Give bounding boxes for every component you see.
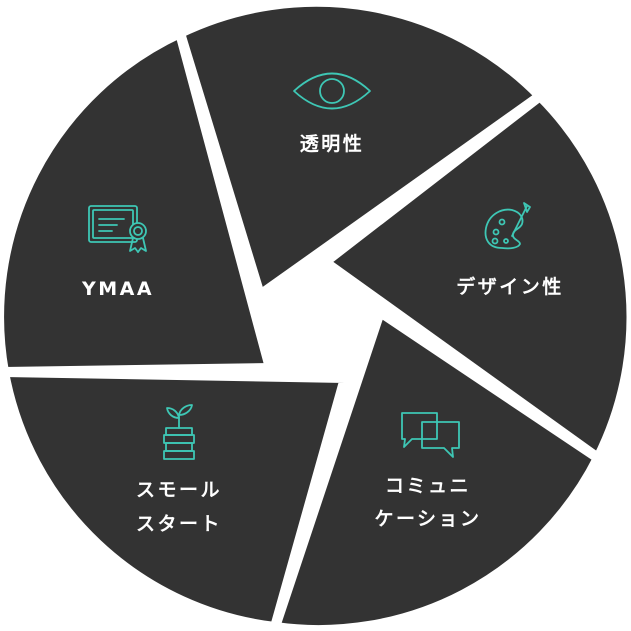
label-design: デザイン性: [456, 275, 564, 298]
plant-books-icon: [163, 404, 195, 460]
label-small-start-line2: スタート: [136, 513, 222, 535]
eye-icon: [293, 72, 371, 110]
label-ymaa: YMAA: [81, 278, 154, 300]
label-transparency: 透明性: [300, 132, 365, 155]
segment-design: [316, 89, 631, 466]
label-communication-line1: コミュニ: [385, 475, 471, 497]
segment-small-start: [0, 366, 352, 631]
segment-communication: [268, 304, 605, 631]
segment-transparency: [173, 0, 548, 304]
segment-ymaa: [0, 25, 277, 378]
certificate-icon: [88, 205, 147, 253]
label-communication-line2: ケーション: [374, 508, 481, 530]
palette-icon: [484, 202, 531, 250]
chat-bubbles-icon: [401, 412, 460, 458]
label-small-start-line1: スモール: [136, 479, 222, 501]
